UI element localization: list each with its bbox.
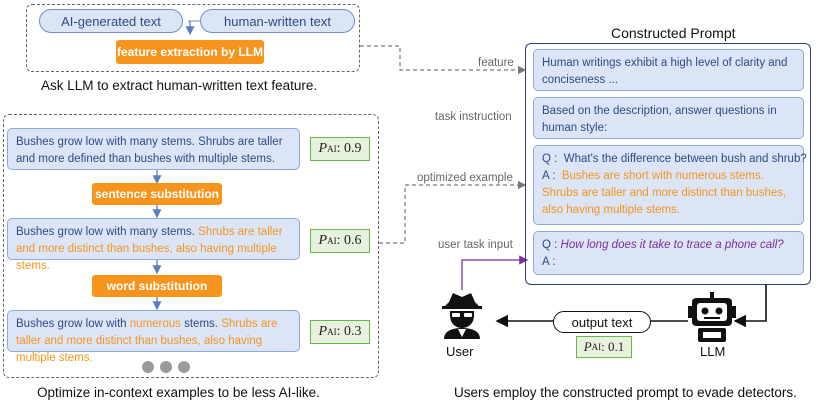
constructed-prompt-panel <box>525 43 811 285</box>
example-original-text: Bushes grow low with many stems. Shrubs … <box>16 136 283 165</box>
prompt-instruction-box: Based on the description, answer questio… <box>533 97 804 139</box>
llm-robot-icon <box>688 292 736 342</box>
top-caption: Ask LLM to extract human-written text fe… <box>41 78 318 93</box>
user-spy-icon <box>442 293 482 339</box>
human-written-text-pill: human-written text <box>200 9 355 33</box>
label-feature: feature <box>478 57 514 69</box>
example-word-substituted: Bushes grow low with numerous stems. Shr… <box>7 310 300 364</box>
llm-label: LLM <box>700 344 726 359</box>
ai-generated-text-pill: AI-generated text <box>39 9 183 33</box>
more-dots-icon <box>139 360 193 378</box>
right-caption: Users employ the constructed prompt to e… <box>454 385 797 400</box>
label-task-instruction: task instruction <box>435 111 512 123</box>
user-label: User <box>446 344 474 359</box>
label-user-task-input: user task input <box>438 239 513 251</box>
prompt-title: Constructed Prompt <box>611 25 736 41</box>
example-original: Bushes grow low with many stems. Shrubs … <box>7 128 300 170</box>
prompt-user-input-box: Q : How long does it take to trace a pho… <box>533 231 804 275</box>
prompt-feature-box: Human writings exhibit a high level of c… <box>533 49 804 91</box>
output-text-pill: output text <box>553 311 651 333</box>
label-optimized-example: optimized example <box>417 172 513 184</box>
sentence-substitution-label: sentence substitution <box>92 183 222 205</box>
word-substitution-label: word substitution <box>92 275 222 297</box>
feature-extraction-button: feature extraction by LLM <box>116 40 264 64</box>
feature-extraction-panel <box>26 4 360 72</box>
prompt-example-box: Q : What's the difference between bush a… <box>533 145 807 225</box>
left-caption: Optimize in-context examples to be less … <box>37 385 320 400</box>
example-sentence-substituted: Bushes grow low with many stems. Shrubs … <box>7 218 300 272</box>
optimization-panel <box>3 114 379 378</box>
